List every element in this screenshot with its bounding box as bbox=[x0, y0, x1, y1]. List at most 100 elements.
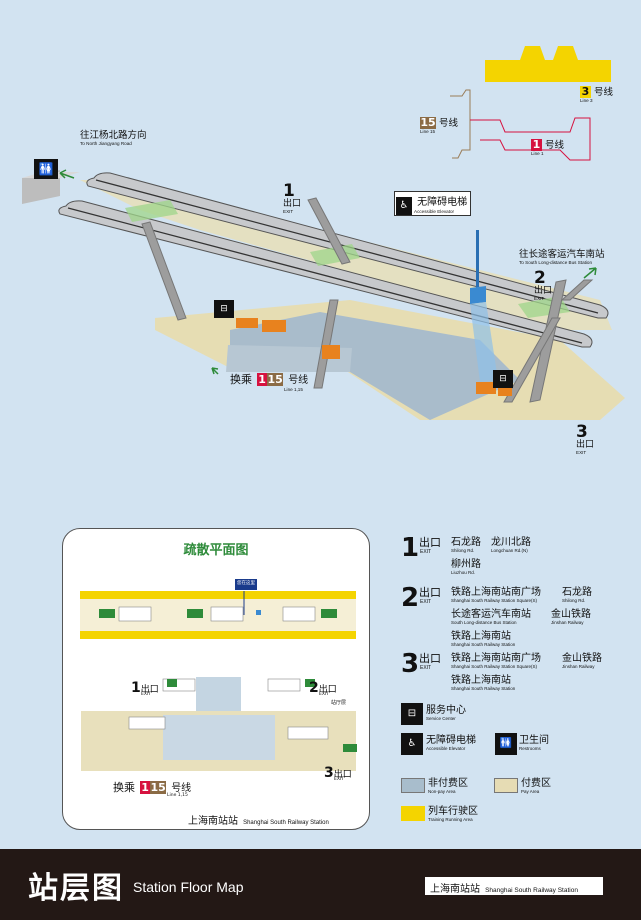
north-direction-cn: 往江杨北路方向 bbox=[80, 130, 147, 141]
legend-dest-cn: 铁路上海南站 bbox=[451, 631, 511, 642]
evac-transfer-line1: 1 bbox=[140, 781, 151, 794]
legend-pay-cn: 付费区 bbox=[521, 778, 551, 789]
map-exit3-cn: 出口 bbox=[576, 440, 595, 450]
line3-en: Line 3 bbox=[580, 97, 593, 103]
legend-dest-cn: 铁路上海南站南广场 bbox=[451, 587, 541, 598]
legend-service-center-icon: ⊟ bbox=[401, 703, 423, 725]
footer-station-box: 上海南站站 Shanghai South Railway Station bbox=[425, 877, 603, 895]
line1-en: Line 1 bbox=[531, 150, 544, 156]
legend-restroom-cn: 卫生间 bbox=[519, 735, 549, 746]
legend-dest-en: Shanghai South Railway Station bbox=[451, 686, 516, 691]
evac-station-en: Shanghai South Railway Station bbox=[243, 820, 329, 826]
line1-label: 1 号线 Line 1 bbox=[531, 139, 564, 156]
legend-exit2-en: EXIT bbox=[420, 599, 432, 605]
elevator-icon: ♿ bbox=[396, 197, 412, 215]
map-exit3-en: EXIT bbox=[576, 450, 587, 455]
map-exit3: 3 出口 EXIT bbox=[576, 422, 595, 456]
line3-badge: 3 bbox=[580, 85, 591, 98]
map-service-center-lower: ⊟ bbox=[493, 366, 513, 388]
legend-dest-cn: 石龙路 bbox=[451, 537, 481, 548]
line1-outline bbox=[470, 117, 591, 161]
escalators bbox=[141, 197, 594, 403]
evac-plan-drawing bbox=[80, 579, 357, 771]
legend-exit3-en: EXIT bbox=[420, 665, 432, 671]
map-transfer-line15: 15 bbox=[267, 373, 284, 386]
map-exit1-en: EXIT bbox=[283, 209, 294, 214]
legend-dest-cn: 金山铁路 bbox=[551, 609, 591, 620]
legend-dest-en: Jinshan Railway bbox=[562, 664, 595, 669]
footer-station-en: Shanghai South Railway Station bbox=[485, 887, 578, 894]
north-direction-en: To North Jiangyang Road bbox=[80, 140, 132, 146]
legend-elevator-icon: ♿ bbox=[401, 733, 423, 755]
footer-title-cn: 站层图 bbox=[28, 871, 124, 906]
legend-track-swatch bbox=[401, 806, 425, 821]
legend-restroom-en: Restrooms bbox=[519, 746, 541, 751]
legend-elevator-en: Accessible Elevator bbox=[426, 746, 466, 751]
legend-dest-cn: 柳州路 bbox=[451, 559, 481, 570]
legend-exit1-cn: 出口 bbox=[419, 536, 441, 549]
legend-exit2-cn: 出口 bbox=[419, 586, 441, 599]
legend-track-cn: 列车行驶区 bbox=[428, 806, 478, 817]
legend-dest-cn: 长途客运汽车南站 bbox=[451, 609, 531, 620]
evac-exit3-cn: 出口 bbox=[333, 770, 352, 780]
legend-dest-cn: 金山铁路 bbox=[562, 653, 602, 664]
direction-arrows bbox=[59, 169, 597, 375]
legend-exit1-num: 1 bbox=[401, 533, 420, 563]
legend-exit2-num: 2 bbox=[401, 583, 420, 613]
footer-bar: 站层图 Station Floor Map 上海南站站 Shanghai Sou… bbox=[0, 849, 641, 920]
legend-elevator-cn: 无障碍电梯 bbox=[426, 735, 476, 746]
station-3d-diagram bbox=[22, 46, 625, 420]
line3-label: 3 号线 Line 3 bbox=[580, 86, 613, 103]
legend-track-en: Training Running Area bbox=[428, 817, 473, 822]
map-transfer-cn: 换乘 bbox=[230, 373, 252, 386]
map-elevator-en: Accessible Elevator bbox=[414, 209, 455, 214]
legend-exit3-num: 3 bbox=[401, 649, 420, 679]
legend-dest-cn: 铁路上海南站 bbox=[451, 675, 511, 686]
map-exit2-en: EXIT bbox=[534, 296, 545, 301]
map-exit3-num: 3 bbox=[576, 422, 588, 442]
legend-restroom-icon: 🚻 bbox=[495, 733, 517, 755]
evac-exit1-en: EXIT bbox=[141, 692, 152, 697]
evac-exit2-num: 2 bbox=[309, 680, 319, 696]
map-elevator-label: ♿ 无障碍电梯 Accessible Elevator bbox=[394, 191, 472, 216]
nonpay-area bbox=[230, 312, 520, 420]
map-exit2: 2 出口 EXIT bbox=[534, 270, 552, 302]
evac-exit1: 1出口 EXIT bbox=[131, 677, 159, 697]
legend-service-en: Service Center bbox=[426, 716, 456, 721]
service-center-icon: ⊟ bbox=[214, 300, 234, 318]
map-transfer-suffix: 号线 bbox=[288, 375, 309, 386]
map-service-center-upper: ⊟ bbox=[214, 296, 234, 318]
footer-station-cn: 上海南站站 bbox=[430, 884, 480, 895]
legend-nonpay-swatch bbox=[401, 778, 425, 793]
restroom-symbol-icon: 🚻 bbox=[34, 159, 58, 179]
evac-exit3-en: EXIT bbox=[334, 777, 345, 782]
line15-badge: 15 bbox=[420, 116, 436, 129]
evac-transfer-line15: 15 bbox=[150, 781, 167, 794]
south-direction-en: To South Long-distance Bus Station bbox=[519, 259, 593, 265]
legend-dest-en: South Long-distance Bus Station bbox=[451, 620, 517, 625]
legend-nonpay-en: Non-pay Area bbox=[428, 789, 456, 794]
evac-title: 疏散平面图 bbox=[183, 543, 249, 558]
evac-exit1-num: 1 bbox=[131, 680, 141, 696]
line15-en: Line 15 bbox=[420, 128, 436, 134]
evac-exit2-cn: 出口 bbox=[318, 685, 337, 695]
evac-exit2: 2出口 EXIT bbox=[309, 677, 337, 697]
line3-text: 号线 bbox=[594, 87, 614, 98]
map-exit1-num: 1 bbox=[283, 181, 295, 201]
map-elevator-cn: 无障碍电梯 bbox=[417, 197, 468, 208]
